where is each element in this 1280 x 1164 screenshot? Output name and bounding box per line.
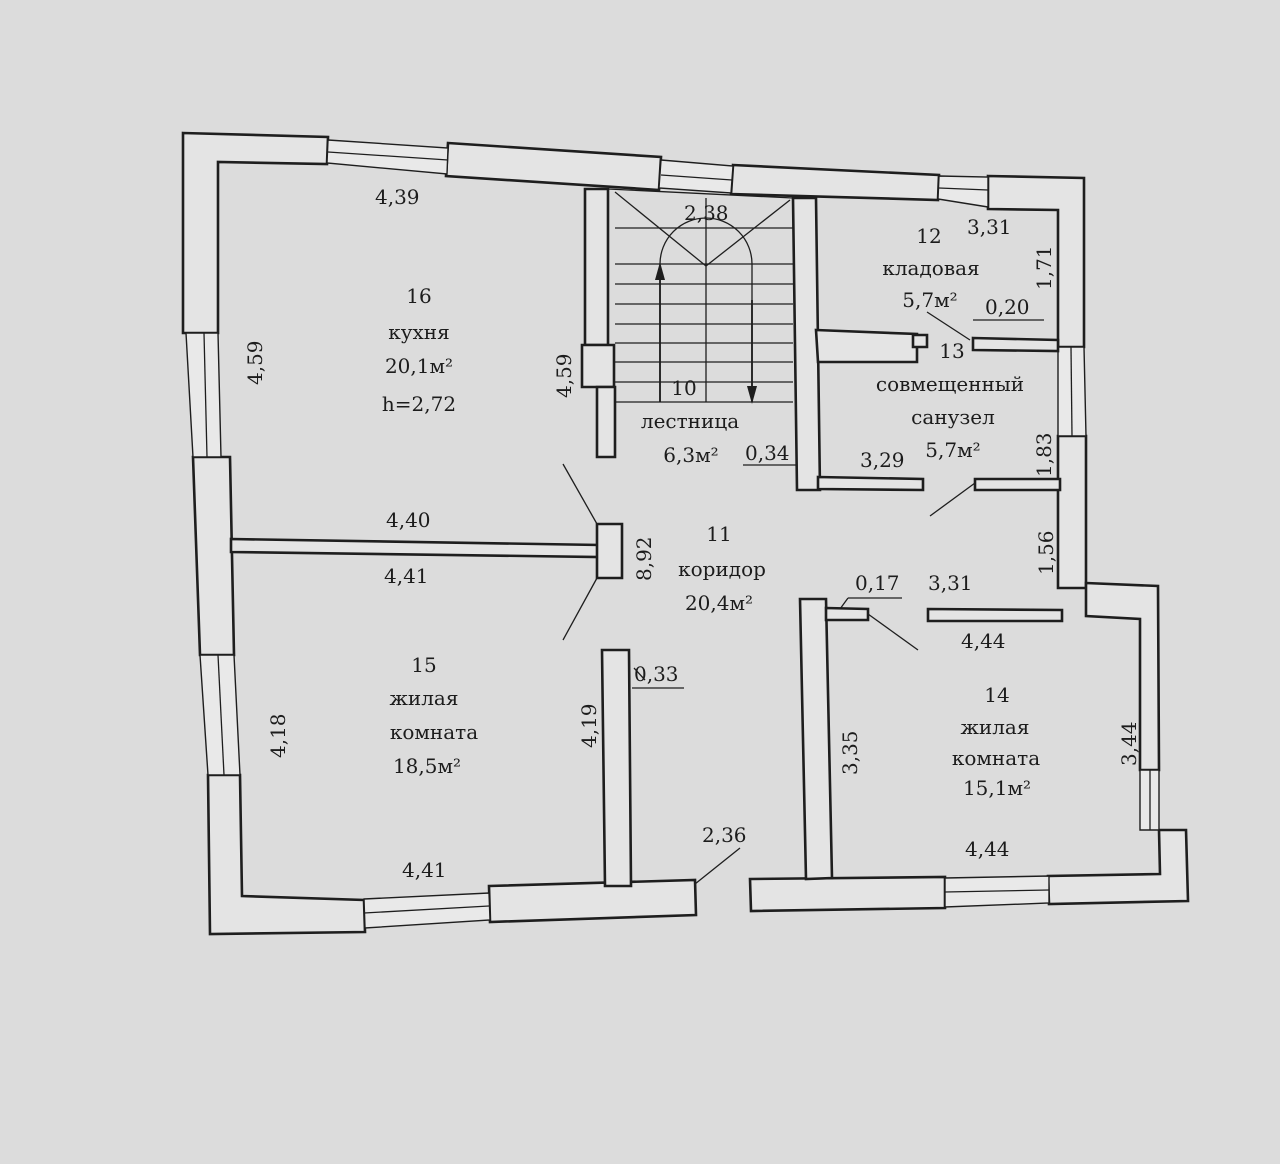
living15-area: 18,5м² — [393, 754, 461, 778]
dim-kitchen-left: 4,59 — [243, 340, 267, 385]
dim-stair-wall: 0,34 — [745, 441, 790, 465]
wall-living14-top — [926, 607, 1064, 623]
door-living14 — [867, 613, 919, 651]
dim-kitchen-top: 4,39 — [375, 185, 420, 209]
window-bottom-1 — [363, 892, 491, 929]
kitchen-name: кухня — [388, 320, 450, 344]
bathroom-area: 5,7м² — [925, 438, 980, 462]
dim-living14-right: 3,44 — [1117, 721, 1141, 766]
wall-living14-stub — [824, 606, 870, 622]
window-left-2 — [199, 654, 241, 776]
dim-wall-033: 0,33 — [634, 662, 679, 686]
dim-living15-bottom: 4,41 — [402, 858, 447, 882]
dim-corridor-bottom: 2,36 — [702, 823, 747, 847]
wall-bathroom-bottom-left — [816, 475, 925, 492]
door-swings — [562, 311, 976, 885]
storage-area: 5,7м² — [902, 288, 957, 312]
dim-living15-left: 4,18 — [266, 713, 290, 758]
wall-stair-left-lower — [595, 385, 617, 459]
corridor-name: коридор — [678, 557, 766, 581]
storage-number: 12 — [916, 224, 941, 248]
dimension-labels: 4,39 2,38 3,31 0,20 0,34 3,29 4,40 4,41 … — [243, 185, 1141, 882]
wall-bottom-left-middle — [487, 878, 698, 924]
wall-storage-stub — [911, 333, 929, 349]
living15-number: 15 — [411, 653, 436, 677]
wall-top-segment-1 — [444, 141, 663, 192]
arrow-up-icon — [655, 262, 665, 280]
wall-corridor-pier — [595, 522, 624, 580]
living14-name-line2: комната — [952, 746, 1040, 770]
dim-stairs-width: 2,38 — [684, 201, 729, 225]
dim-storage-height: 1,71 — [1032, 245, 1056, 290]
living14-name-line1: жилая — [961, 715, 1030, 739]
wall-living14-left — [798, 597, 834, 881]
stairs-area: 6,3м² — [663, 443, 718, 467]
dim-living14-top: 4,44 — [961, 629, 1006, 653]
window-top-3 — [937, 175, 989, 208]
wall-top-left-corner — [181, 131, 330, 335]
dim-corridor-length: 8,92 — [632, 536, 656, 581]
wall-left-segment — [191, 455, 236, 657]
window-left-1 — [185, 332, 222, 458]
corridor-number: 11 — [706, 522, 731, 546]
bathroom-number: 13 — [939, 339, 964, 363]
wall-living15-right — [600, 648, 633, 888]
dim-living14-bottom: 4,44 — [965, 837, 1010, 861]
living14-area: 15,1м² — [963, 776, 1031, 800]
wall-bottom-right-corner — [1046, 828, 1190, 906]
dim-bathroom-height: 1,83 — [1032, 432, 1056, 477]
door-living15 — [562, 577, 598, 641]
windows — [185, 139, 1160, 929]
living15-name-line1: жилая — [390, 686, 459, 710]
staircase — [607, 188, 794, 404]
dim-corridor-side: 1,56 — [1034, 530, 1058, 575]
dim-wall-top: 4,40 — [386, 508, 431, 532]
wall-kitchen-living — [229, 537, 602, 559]
living14-number: 14 — [984, 683, 1009, 707]
door-bathroom — [929, 482, 976, 517]
interior-walls — [229, 187, 1064, 888]
wall-storage-bathroom — [814, 328, 919, 364]
door-kitchen — [562, 463, 598, 525]
leader-lines — [632, 319, 1044, 689]
wall-top-segment-2 — [729, 163, 941, 202]
arrow-down-icon — [747, 386, 757, 404]
kitchen-height: h=2,72 — [382, 392, 456, 416]
kitchen-number: 16 — [406, 284, 431, 308]
storage-name: кладовая — [882, 256, 979, 280]
stairs-number: 10 — [671, 376, 696, 400]
dim-storage-width: 3,31 — [967, 215, 1012, 239]
dim-bathroom-width: 3,29 — [860, 448, 905, 472]
dim-wall-017: 0,17 — [855, 571, 900, 595]
window-top-2 — [658, 159, 734, 194]
living15-name-line2: комната — [390, 720, 478, 744]
door-corridor-exit — [694, 847, 741, 885]
wall-stair-left-pier — [580, 343, 616, 389]
dim-living15-right: 4,19 — [577, 703, 601, 748]
wall-stair-left — [583, 187, 610, 347]
wall-right-segment — [1056, 434, 1088, 590]
bathroom-name-line2: санузел — [911, 405, 995, 429]
door-storage — [926, 311, 971, 341]
room-labels: 16 кухня 20,1м² h=2,72 10 лестница 6,3м²… — [382, 224, 1040, 800]
dim-stairs-height: 4,59 — [552, 353, 576, 398]
dim-corridor-right: 3,31 — [928, 571, 973, 595]
stairs-name: лестница — [641, 409, 739, 433]
dim-living15-top: 4,41 — [384, 564, 429, 588]
kitchen-area: 20,1м² — [385, 354, 453, 378]
dim-storage-wall: 0,20 — [985, 295, 1030, 319]
window-top-1 — [326, 139, 449, 175]
wall-storage-right-short — [971, 336, 1060, 353]
bathroom-name-line1: совмещенный — [876, 372, 1024, 396]
wall-bottom-middle — [748, 875, 947, 913]
wall-bottom-left-corner — [206, 773, 367, 936]
wall-bathroom-bottom-right — [973, 477, 1062, 492]
corridor-area: 20,4м² — [685, 591, 753, 615]
dim-living14-left: 3,35 — [838, 730, 862, 775]
